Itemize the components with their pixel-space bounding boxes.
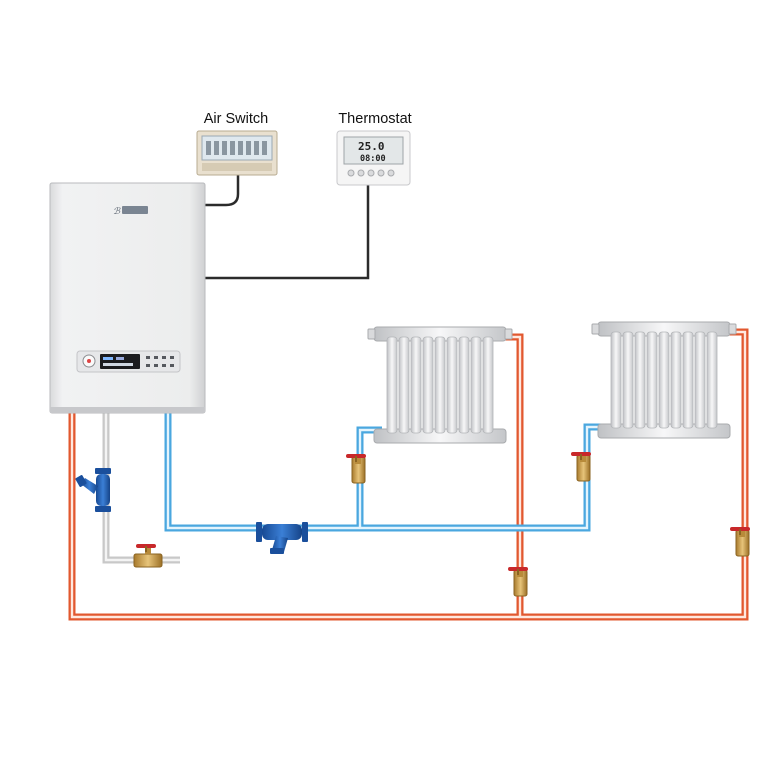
thermostat-temperature: 25.0: [358, 140, 385, 153]
boiler-control-panel: [76, 350, 181, 373]
radiator-2: [591, 321, 737, 439]
air-switch-label: Air Switch: [204, 111, 268, 127]
gate-valve-hot-branch: [508, 567, 528, 597]
svg-text:ℬ: ℬ: [113, 207, 121, 217]
boiler-logo: ℬ: [113, 206, 148, 217]
air-switch-wire: [204, 172, 240, 207]
gate-valve-radiator-1: [346, 454, 366, 484]
thermostat-buttons: [347, 169, 395, 177]
gate-valve-return: [133, 544, 163, 568]
thermostat-time: 08:00: [360, 154, 386, 164]
brass-valves: [133, 452, 750, 597]
electric-boiler: ℬ: [49, 182, 206, 414]
air-switch-box: [196, 130, 278, 176]
radiator-1: [367, 326, 513, 444]
thermostat-screen: [343, 136, 404, 165]
thermostat-device: 25.0 08:00: [336, 130, 411, 186]
strainer-valve-supply: [256, 522, 308, 554]
power-wiring: [204, 172, 370, 280]
boiler-display: [100, 354, 140, 369]
thermostat-label: Thermostat: [338, 111, 411, 127]
gate-valve-hot-end: [730, 527, 750, 557]
thermostat-wire: [204, 182, 370, 280]
strainer-valve-return: [75, 468, 111, 512]
gate-valve-radiator-2: [571, 452, 591, 482]
